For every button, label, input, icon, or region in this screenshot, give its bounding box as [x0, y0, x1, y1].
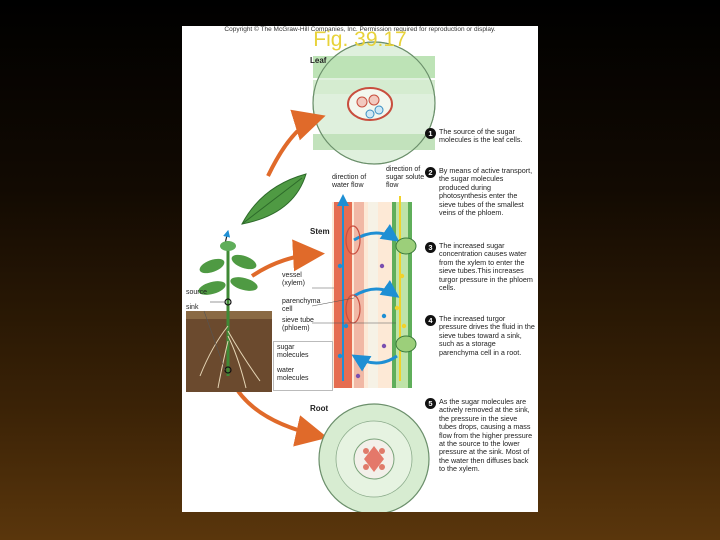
- leaf-illustration: [223, 173, 307, 249]
- step-3-badge: 3: [425, 242, 436, 253]
- direction-water-label: direction of water flow: [332, 174, 367, 189]
- step-5-text: As the sugar molecules are actively remo…: [439, 397, 533, 474]
- step-2-text: By means of active transport, the sugar …: [439, 166, 533, 218]
- molecule-legend: sugar molecules water molecules: [273, 341, 333, 391]
- sink-label: sink: [186, 304, 199, 311]
- parenchyma-label: parenchyma cell: [282, 298, 321, 313]
- root-cross-section: [318, 403, 430, 512]
- step-1-badge: 1: [425, 128, 436, 139]
- slide-title: Fig. 39.17: [313, 28, 407, 51]
- stem-section: [332, 194, 417, 388]
- leaf-label: Leaf: [310, 56, 327, 65]
- copyright-notice: Copyright © The McGraw-Hill Companies, I…: [224, 26, 496, 33]
- legend-water: water molecules: [277, 367, 309, 382]
- step-3-text: The increased sugar concentration causes…: [439, 241, 533, 293]
- step-4-badge: 4: [425, 315, 436, 326]
- sieve-tube-label: sieve tube (phloem): [282, 317, 314, 332]
- leaf-cross-section: [312, 41, 436, 165]
- source-label: source: [186, 289, 208, 296]
- step-1-text: The source of the sugar molecules is the…: [439, 127, 523, 145]
- stem-label: Stem: [310, 227, 330, 236]
- root-label: Root: [310, 404, 329, 413]
- plant-illustration: [186, 241, 272, 392]
- step-2-badge: 2: [425, 167, 436, 178]
- vessel-label: vessel (xylem): [282, 272, 305, 287]
- phloem-transport-figure: Copyright © The McGraw-Hill Companies, I…: [182, 26, 538, 512]
- direction-sugar-label: direction of sugar solute flow: [386, 166, 425, 189]
- diagram-artwork: [186, 41, 436, 512]
- step-5-badge: 5: [425, 398, 436, 409]
- legend-sugar: sugar molecules: [277, 344, 309, 359]
- step-4-text: The increased turgor pressure drives the…: [439, 314, 535, 357]
